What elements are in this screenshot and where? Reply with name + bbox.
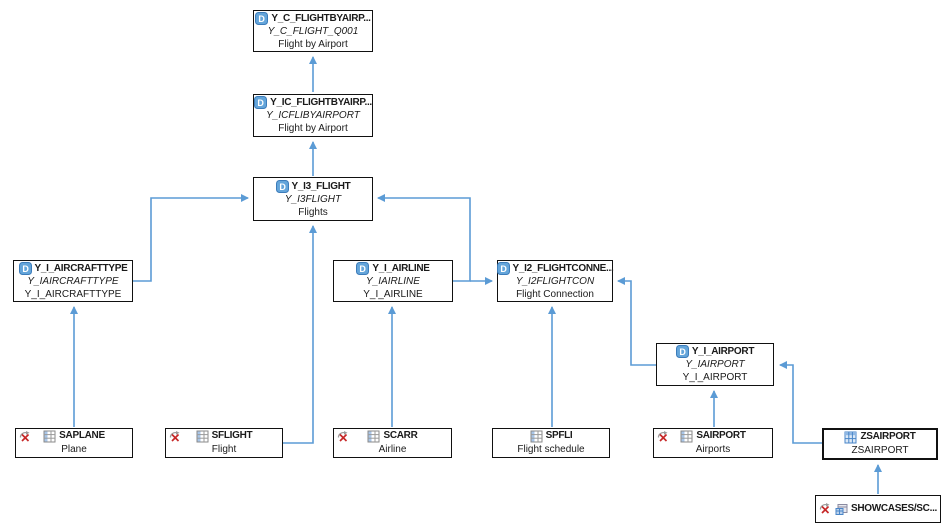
table-icon xyxy=(530,430,543,443)
node-sql-view-name: Y_IAIRPORT xyxy=(685,359,745,370)
ddls-icon: D xyxy=(675,345,689,358)
node-description: Flight schedule xyxy=(517,444,585,455)
node-sql-view-name: Y_IAIRCRAFTTYPE xyxy=(27,275,119,287)
structure-icon xyxy=(844,431,857,444)
node-showcases-package[interactable]: SHOWCASES/SC... xyxy=(815,495,941,523)
node-description: Airports xyxy=(695,444,731,455)
node-y-i3-flight[interactable]: D Y_I3_FLIGHT Y_I3FLIGHT Flights xyxy=(253,177,373,221)
node-title: Y_I2_FLIGHTCONNE... xyxy=(512,262,614,274)
edge-airport-to-yi2 xyxy=(617,277,656,366)
node-y-i-airport[interactable]: D Y_I_AIRPORT Y_IAIRPORT Y_I_AIRPORT xyxy=(656,343,774,386)
node-y-ic-flightbyairport[interactable]: D Y_IC_FLIGHTBYAIRP... Y_ICFLIBYAIRPORT … xyxy=(253,94,373,137)
node-title: SAPLANE xyxy=(59,430,105,441)
node-description: Airline xyxy=(378,444,407,455)
ddls-icon: D xyxy=(254,96,268,109)
error-overlay-icon xyxy=(19,431,32,449)
node-title: Y_I_AIRLINE xyxy=(372,262,430,274)
node-title: Y_I_AIRPORT xyxy=(691,346,755,357)
package-object-icon xyxy=(835,503,848,516)
svg-text:D: D xyxy=(279,181,286,191)
node-table-zsairport[interactable]: ZSAIRPORT ZSAIRPORT xyxy=(822,428,938,460)
node-table-sairport[interactable]: SAIRPORT Airports xyxy=(653,428,773,458)
node-title: SAIRPORT xyxy=(696,430,746,441)
node-description: Y_I_AIRLINE xyxy=(363,288,423,300)
node-description: ZSAIRPORT xyxy=(851,445,909,456)
node-sql-view-name: Y_I2FLIGHTCON xyxy=(515,275,595,287)
ddls-icon: D xyxy=(356,261,370,275)
ddls-icon: D xyxy=(496,261,510,275)
ddls-icon: D xyxy=(255,11,269,25)
node-title: SHOWCASES/SC... xyxy=(850,503,938,514)
node-title: Y_I_AIRCRAFTTYPE xyxy=(34,262,128,274)
node-y-i-aircrafttype[interactable]: D Y_I_AIRCRAFTTYPE Y_IAIRCRAFTTYPE Y_I_A… xyxy=(13,260,133,302)
table-icon xyxy=(367,430,380,443)
table-icon xyxy=(680,430,693,443)
node-title: ZSAIRPORT xyxy=(860,431,916,442)
node-title: SPFLI xyxy=(545,430,573,441)
node-y-i2-flightconnection[interactable]: D Y_I2_FLIGHTCONNE... Y_I2FLIGHTCON Flig… xyxy=(496,260,614,302)
node-description: Y_I_AIRCRAFTTYPE xyxy=(24,288,122,300)
error-overlay-icon xyxy=(657,431,670,449)
node-table-scarr[interactable]: SCARR Airline xyxy=(333,428,452,458)
svg-text:D: D xyxy=(259,13,266,23)
node-table-sflight[interactable]: SFLIGHT Flight xyxy=(165,428,283,458)
node-table-saplane[interactable]: SAPLANE Plane xyxy=(15,428,133,458)
svg-text:D: D xyxy=(679,347,686,357)
node-title: SCARR xyxy=(383,430,418,441)
svg-text:D: D xyxy=(257,98,264,108)
error-overlay-icon xyxy=(169,431,182,449)
node-title: Y_IC_FLIGHTBYAIRP... xyxy=(270,97,372,108)
ddls-icon: D xyxy=(18,261,32,275)
node-table-spfli[interactable]: SPFLI Flight schedule xyxy=(492,428,610,458)
node-sql-view-name: Y_ICFLIBYAIRPORT xyxy=(266,110,360,121)
node-y-i-airline[interactable]: D Y_I_AIRLINE Y_IAIRLINE Y_I_AIRLINE xyxy=(333,260,453,302)
svg-text:D: D xyxy=(360,263,367,273)
error-overlay-icon xyxy=(337,431,350,449)
node-description: Flight by Airport xyxy=(278,38,348,50)
edge-zsairport-to-airport xyxy=(779,361,822,444)
edge-sflight-to-yi3 xyxy=(283,225,317,444)
edge-aircrafttype-to-yi3 xyxy=(133,194,249,282)
node-description: Y_I_AIRPORT xyxy=(682,372,748,383)
svg-text:D: D xyxy=(22,263,29,273)
edge-airline-to-yi3 xyxy=(377,194,471,282)
node-description: Flight Connection xyxy=(516,288,594,300)
node-description: Flight by Airport xyxy=(278,123,348,134)
node-sql-view-name: Y_C_FLIGHT_Q001 xyxy=(267,25,359,37)
node-description: Flights xyxy=(298,206,328,218)
node-sql-view-name: Y_IAIRLINE xyxy=(366,275,420,287)
node-title: Y_I3_FLIGHT xyxy=(291,180,351,192)
svg-text:D: D xyxy=(500,263,507,273)
error-overlay-icon xyxy=(819,502,832,516)
node-title: Y_C_FLIGHTBYAIRP... xyxy=(271,12,371,24)
table-icon xyxy=(196,430,209,443)
table-icon xyxy=(43,430,56,443)
node-sql-view-name: Y_I3FLIGHT xyxy=(284,193,342,205)
node-description: Plane xyxy=(61,444,87,455)
node-y-c-flightbyairport[interactable]: D Y_C_FLIGHTBYAIRP... Y_C_FLIGHT_Q001 Fl… xyxy=(253,10,373,52)
ddls-icon: D xyxy=(275,179,289,193)
node-title: SFLIGHT xyxy=(211,430,253,441)
node-description: Flight xyxy=(211,444,237,455)
